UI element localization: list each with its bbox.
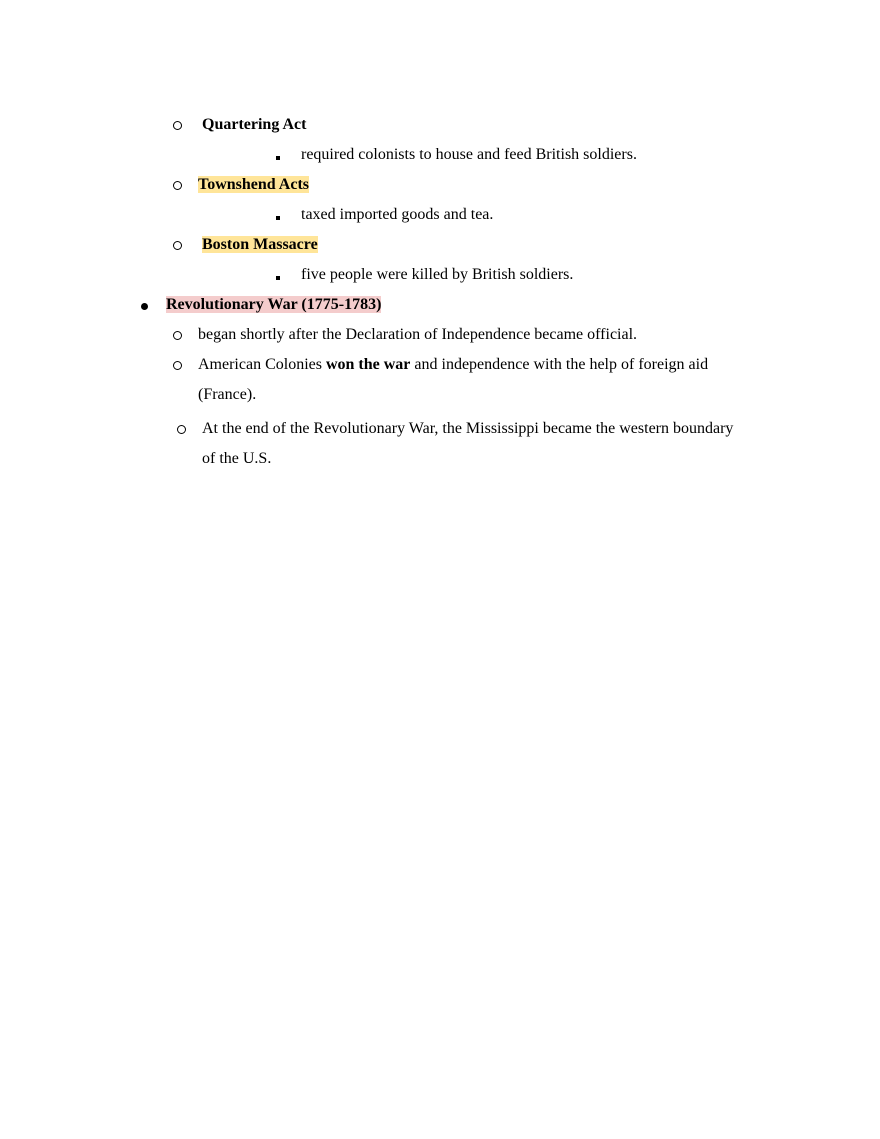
circle-bullet-icon	[173, 236, 182, 256]
list-item-detail: began shortly after the Declaration of I…	[198, 326, 638, 343]
highlighted-heading-text: Townshend Acts	[198, 176, 310, 193]
text-segment: American Colonies	[198, 356, 326, 373]
text-segment: and independence with the help of foreig…	[410, 356, 709, 373]
list-item-continuation: (France).	[198, 386, 257, 403]
list-item-revolutionary-war: Revolutionary War (1775-1783)	[166, 295, 382, 315]
circle-bullet-icon	[173, 356, 182, 376]
square-bullet-icon	[276, 266, 280, 286]
circle-bullet-icon	[177, 420, 186, 440]
heading-text: Quartering Act	[202, 116, 307, 133]
list-item-quartering-act: Quartering Act	[202, 115, 306, 135]
highlighted-heading-text: Boston Massacre	[202, 236, 318, 253]
list-item-detail: five people were killed by British soldi…	[301, 266, 574, 283]
highlighted-heading-text: Revolutionary War (1775-1783)	[166, 296, 382, 313]
list-item-boston-massacre: Boston Massacre	[202, 235, 318, 255]
disc-bullet-icon	[141, 296, 148, 316]
square-bullet-icon	[276, 146, 280, 166]
list-item-detail: American Colonies won the war and indepe…	[198, 355, 708, 375]
list-item-detail: At the end of the Revolutionary War, the…	[202, 420, 734, 437]
list-item-detail: required colonists to house and feed Bri…	[301, 146, 637, 163]
circle-bullet-icon	[173, 116, 182, 136]
square-bullet-icon	[276, 206, 280, 226]
circle-bullet-icon	[173, 176, 182, 196]
circle-bullet-icon	[173, 326, 182, 346]
list-item-townshend-acts: Townshend Acts	[198, 175, 310, 195]
list-item-continuation: of the U.S.	[202, 450, 272, 467]
list-item-detail: taxed imported goods and tea.	[301, 206, 494, 223]
bold-text-segment: won the war	[325, 356, 411, 373]
